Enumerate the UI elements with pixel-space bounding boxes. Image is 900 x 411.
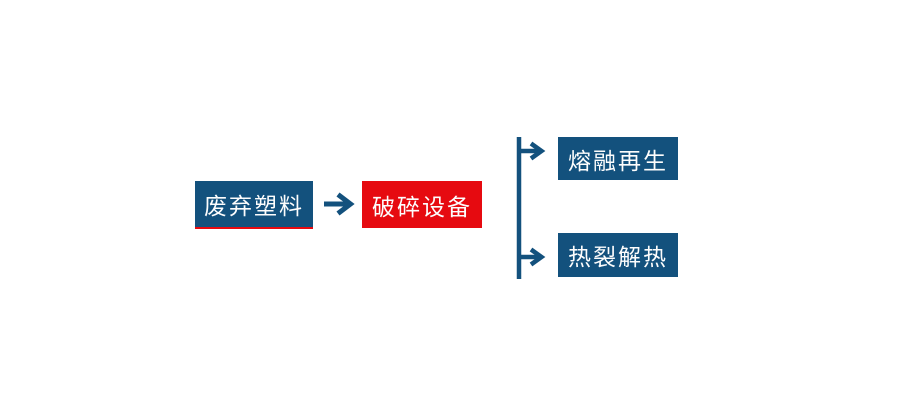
node-crushing-equipment: 破碎设备: [362, 181, 482, 228]
node-pyrolysis-heat: 热裂解热: [558, 233, 678, 277]
node-waste-plastic: 废弃塑料: [195, 181, 313, 229]
node-melt-regeneration: 熔融再生: [558, 137, 678, 180]
branch-connector: [516, 137, 546, 279]
node-crushing-equipment-label: 破碎设备: [372, 193, 472, 220]
node-pyrolysis-heat-label: 热裂解热: [568, 244, 668, 270]
flow-arrow-icon: [324, 192, 355, 216]
node-waste-plastic-label: 废弃塑料: [204, 193, 304, 219]
branch-arrow-bottom-icon: [519, 247, 546, 267]
node-melt-regeneration-label: 熔融再生: [568, 147, 668, 174]
branch-arrow-top-icon: [519, 141, 546, 161]
